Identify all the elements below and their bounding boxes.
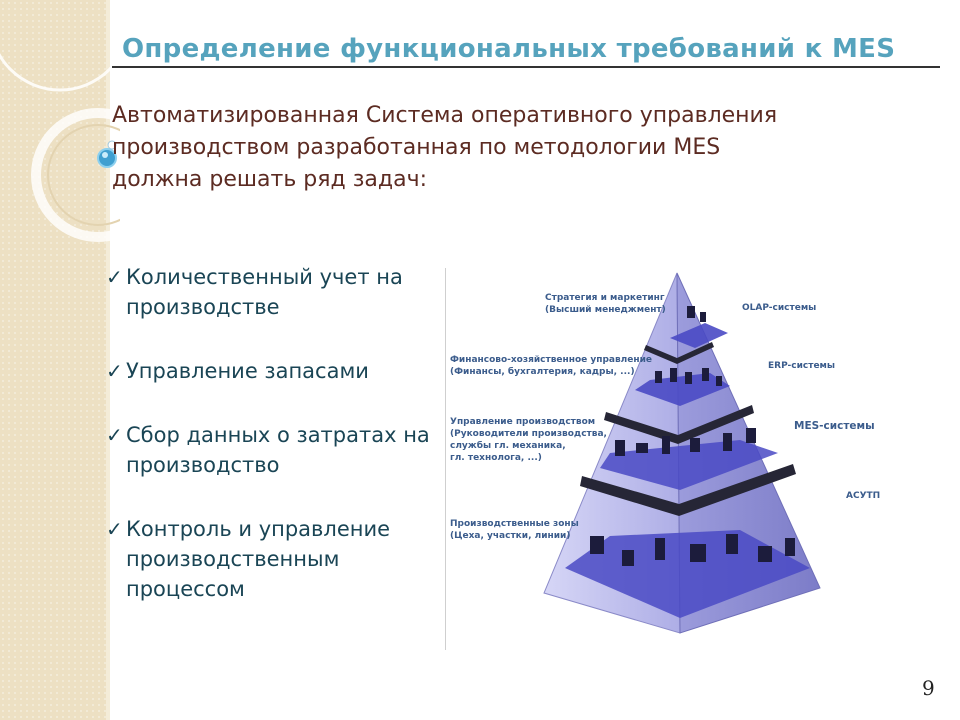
level-label-line: Стратегия и маркетинг xyxy=(545,293,665,303)
task-text: Управление запасами xyxy=(126,359,369,383)
mes-pyramid-diagram: Стратегия и маркетинг (Высший менеджмент… xyxy=(440,268,950,638)
system-label-mes: MES-системы xyxy=(794,420,875,432)
level-label-line: гл. технолога, ...) xyxy=(450,453,542,463)
task-text: Сбор данных о затратах на производство xyxy=(126,423,430,477)
slide-title: Определение функциональных требований к … xyxy=(122,34,896,64)
level-label-finance: Финансово-хозяйственное управление (Фина… xyxy=(450,354,652,378)
slab-1 xyxy=(644,342,714,364)
check-icon: ✓ xyxy=(106,517,123,541)
slab-2 xyxy=(604,405,754,444)
decorative-band-edge xyxy=(106,0,110,720)
intro-text: Автоматизированная Система оперативного … xyxy=(112,103,778,192)
task-item: ✓Контроль и управление производственным … xyxy=(106,514,446,604)
check-icon: ✓ xyxy=(106,265,123,289)
level-label-line: (Руководители производства, xyxy=(450,429,607,439)
task-list: ✓Количественный учет на производстве ✓Уп… xyxy=(106,262,446,638)
check-icon: ✓ xyxy=(106,423,123,447)
level-label-line: Финансово-хозяйственное управление xyxy=(450,355,653,365)
task-item: ✓Сбор данных о затратах на производство xyxy=(106,420,446,480)
workers-and-machines xyxy=(590,306,795,566)
level-label-line: (Высший менеджмент) xyxy=(545,305,666,315)
pyramid-illustration xyxy=(543,272,821,634)
level-label-line: Производственные зоны xyxy=(450,519,579,529)
slab-3 xyxy=(580,464,796,516)
level-label-production-mgmt: Управление производством (Руководители п… xyxy=(450,416,607,464)
check-icon: ✓ xyxy=(106,359,123,383)
level-label-production-zones: Производственные зоны (Цеха, участки, ли… xyxy=(450,518,579,542)
title-underline xyxy=(112,66,940,68)
system-label-asutp: АСУТП xyxy=(846,491,881,501)
floor-level-1 xyxy=(670,323,728,348)
decorative-circles xyxy=(0,53,120,242)
page-number: 9 xyxy=(922,676,935,700)
task-item: ✓Количественный учет на производстве xyxy=(106,262,446,322)
task-item: ✓Управление запасами xyxy=(106,356,446,386)
level-label-line: службы гл. механика, xyxy=(450,441,566,451)
level-label-line: Управление производством xyxy=(450,417,596,427)
column-divider xyxy=(445,268,446,650)
system-label-olap: OLAP-системы xyxy=(742,303,817,313)
system-label-erp: ERP-системы xyxy=(768,361,836,371)
level-label-strategy: Стратегия и маркетинг (Высший менеджмент… xyxy=(545,292,666,316)
level-label-line: (Цеха, участки, линии) xyxy=(450,531,571,541)
decorative-left-band xyxy=(0,0,106,720)
task-text: Контроль и управление производственным п… xyxy=(126,517,391,601)
level-label-line: (Финансы, бухгалтерия, кадры, ...) xyxy=(450,367,635,377)
task-text: Количественный учет на производстве xyxy=(126,265,403,319)
